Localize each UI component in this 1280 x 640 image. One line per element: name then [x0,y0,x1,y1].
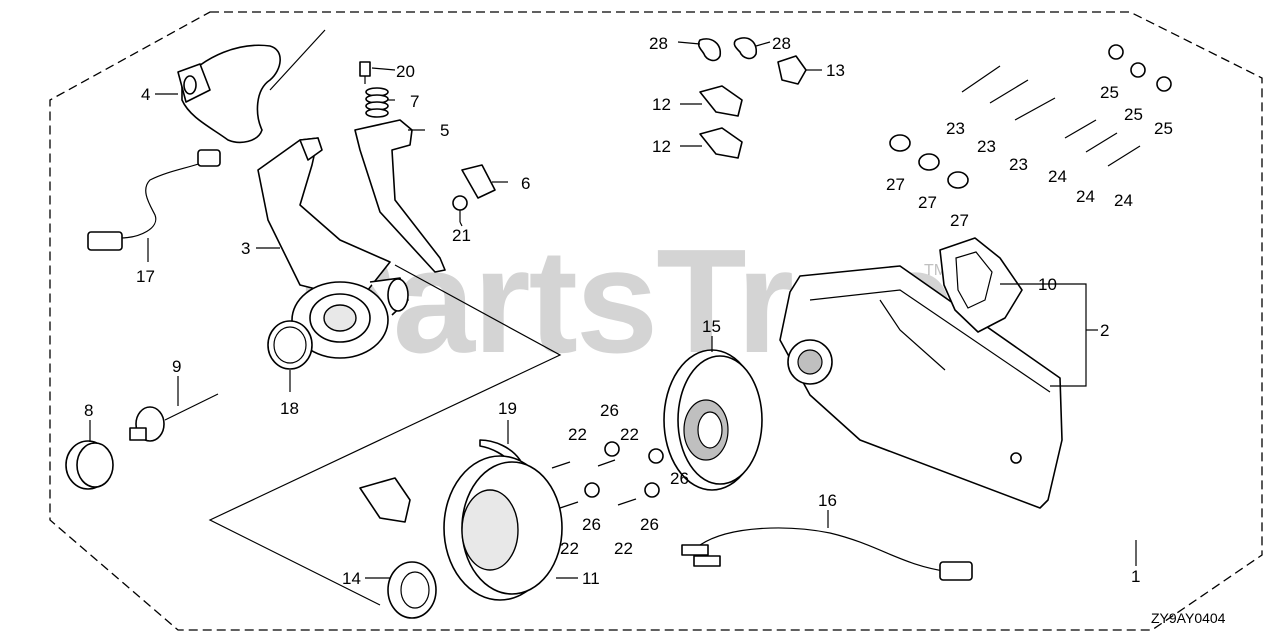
part-spring [365,87,389,118]
part-clamps-12 [699,85,743,159]
part-housing [779,265,1063,509]
assembly-boundary [49,11,1263,631]
part-bolt-21 [452,195,468,222]
callout-28a: 28 [649,34,668,53]
part-wire-lead [681,527,973,581]
callout-24b: 24 [1076,187,1095,206]
callout-22c: 22 [560,539,579,558]
callout-11: 11 [582,569,600,588]
part-nuts-25 [1108,44,1172,92]
part-gasket [939,237,1023,333]
part-stator [663,349,763,491]
part-gear-ring [387,561,437,619]
part-clips-28 [697,37,758,62]
callout-27a: 27 [886,175,905,194]
callout-6: 6 [521,174,530,193]
callout-13: 13 [826,61,845,80]
callout-27c: 27 [950,211,969,230]
callout-27b: 27 [918,193,937,212]
leader-lines [89,41,1137,579]
subassembly-outline-left [269,29,326,91]
callout-17: 17 [136,267,155,286]
callout-16: 16 [818,491,837,510]
part-clip-13 [777,55,807,85]
callout-24a: 24 [1048,167,1067,186]
callout-20: 20 [396,62,415,81]
part-flywheel [443,455,563,601]
callout-22b: 22 [620,425,639,444]
part-long-lever [354,119,446,273]
subassembly-outline-mid [208,264,562,606]
callout-21: 21 [452,226,471,245]
callout-4: 4 [141,85,150,104]
part-o-ring [267,320,313,370]
callout-7: 7 [410,92,419,111]
callout-24c: 24 [1114,191,1133,210]
callout-26c: 26 [582,515,601,534]
callout-18: 18 [280,399,299,418]
part-screws-24 [1064,119,1141,167]
part-handle-cover [177,44,281,144]
callout-5: 5 [440,121,449,140]
callout-labels: 4 20 7 5 6 21 3 17 9 18 8 19 11 14 15 16… [84,34,1173,588]
callout-19: 19 [498,399,517,418]
callout-25a: 25 [1100,83,1119,102]
callout-26d: 26 [640,515,659,534]
part-bolts-22 [551,459,637,509]
part-small-bolt [359,61,371,84]
callout-23b: 23 [977,137,996,156]
callout-28b: 28 [772,34,791,53]
callout-2: 2 [1100,321,1109,340]
part-main-arm [257,137,409,359]
callout-23a: 23 [946,119,965,138]
part-wire-harness-left [87,149,221,251]
part-plate [359,477,411,523]
callout-10: 10 [1038,275,1057,294]
callout-25b: 25 [1124,105,1143,124]
callout-9: 9 [172,357,181,376]
callout-26a: 26 [600,401,619,420]
part-shaft [129,393,219,442]
callout-23c: 23 [1009,155,1028,174]
callout-22a: 22 [568,425,587,444]
part-screws-23 [961,65,1056,121]
callout-8: 8 [84,401,93,420]
callout-14: 14 [342,569,361,588]
part-cap [65,440,114,490]
callout-1: 1 [1131,567,1140,586]
callout-22d: 22 [614,539,633,558]
callout-25c: 25 [1154,119,1173,138]
callout-12a: 12 [652,95,671,114]
part-washers-27 [889,134,969,189]
part-nuts-26 [584,441,664,498]
callout-3: 3 [241,239,250,258]
part-small-bracket [461,164,496,199]
callout-26b: 26 [670,469,689,488]
diagram-code: ZY9AY0404 [1151,610,1226,626]
callout-15: 15 [702,317,721,336]
callout-12b: 12 [652,137,671,156]
